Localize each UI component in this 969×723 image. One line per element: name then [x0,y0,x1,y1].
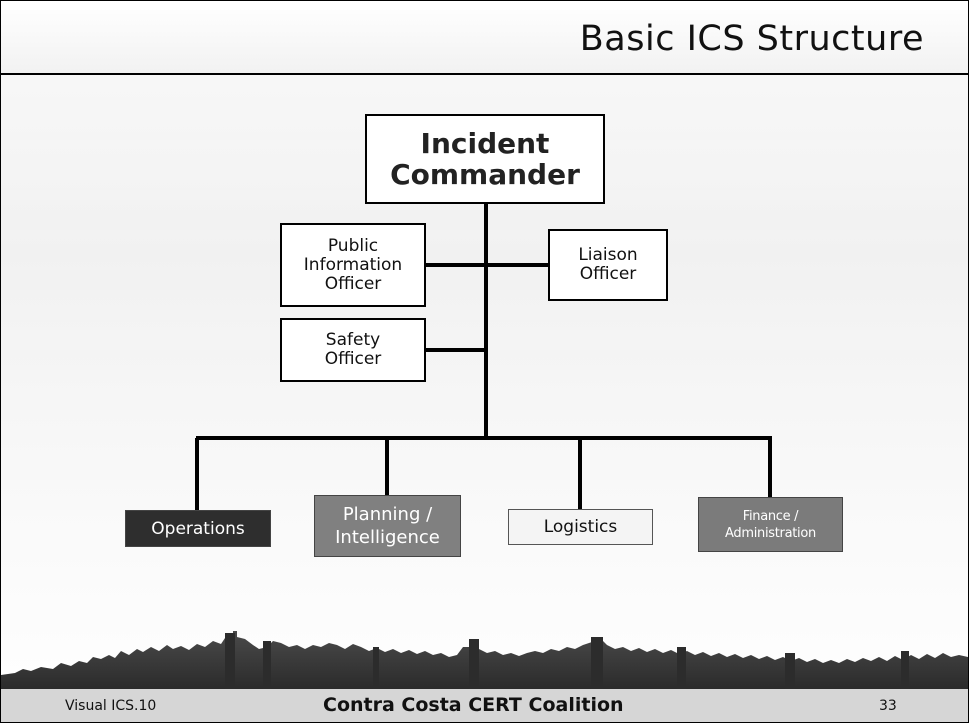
skyline-tower-5 [591,637,603,689]
safety-officer-label: Safety Officer [324,330,382,369]
skyline-tower-8 [901,651,909,689]
liaison-officer-label: Liaison Officer [578,245,638,284]
skyline-tower-3 [373,647,379,689]
slide-footer: Visual ICS.10 Contra Costa CERT Coalitio… [1,689,968,722]
finance-administration-section-label: Finance / Administration [725,508,816,541]
incident-commander-box: Incident Commander [365,114,605,204]
slide-title: Basic ICS Structure [579,19,924,59]
skyline-tower-7 [785,653,795,689]
skyline-tower-1 [225,633,235,689]
operations-section-label: Operations [151,518,245,539]
safety-officer-box: Safety Officer [280,318,426,382]
liaison-officer-box: Liaison Officer [548,229,668,301]
logistics-section-box: Logistics [508,509,653,545]
slide-header: Basic ICS Structure [1,1,968,75]
planning-intelligence-section-label: Planning / Intelligence [335,504,440,548]
city-skyline-graphic [1,631,968,691]
finance-administration-section-box: Finance / Administration [698,497,843,552]
incident-commander-label: Incident Commander [390,127,580,191]
public-information-officer-label: Public Information Officer [303,235,403,294]
logistics-section-label: Logistics [543,517,618,537]
skyline-tower-6 [677,647,686,689]
org-chart-connectors [195,201,772,512]
organization-name: Contra Costa CERT Coalition [323,694,624,716]
course-code: Visual ICS.10 [65,698,157,714]
skyline-tower-4 [469,639,479,689]
planning-intelligence-section-box: Planning / Intelligence [314,495,461,557]
skyline-tower-2 [263,641,271,689]
page-number: 33 [879,698,897,714]
operations-section-box: Operations [125,510,271,547]
public-information-officer-box: Public Information Officer [280,223,426,307]
